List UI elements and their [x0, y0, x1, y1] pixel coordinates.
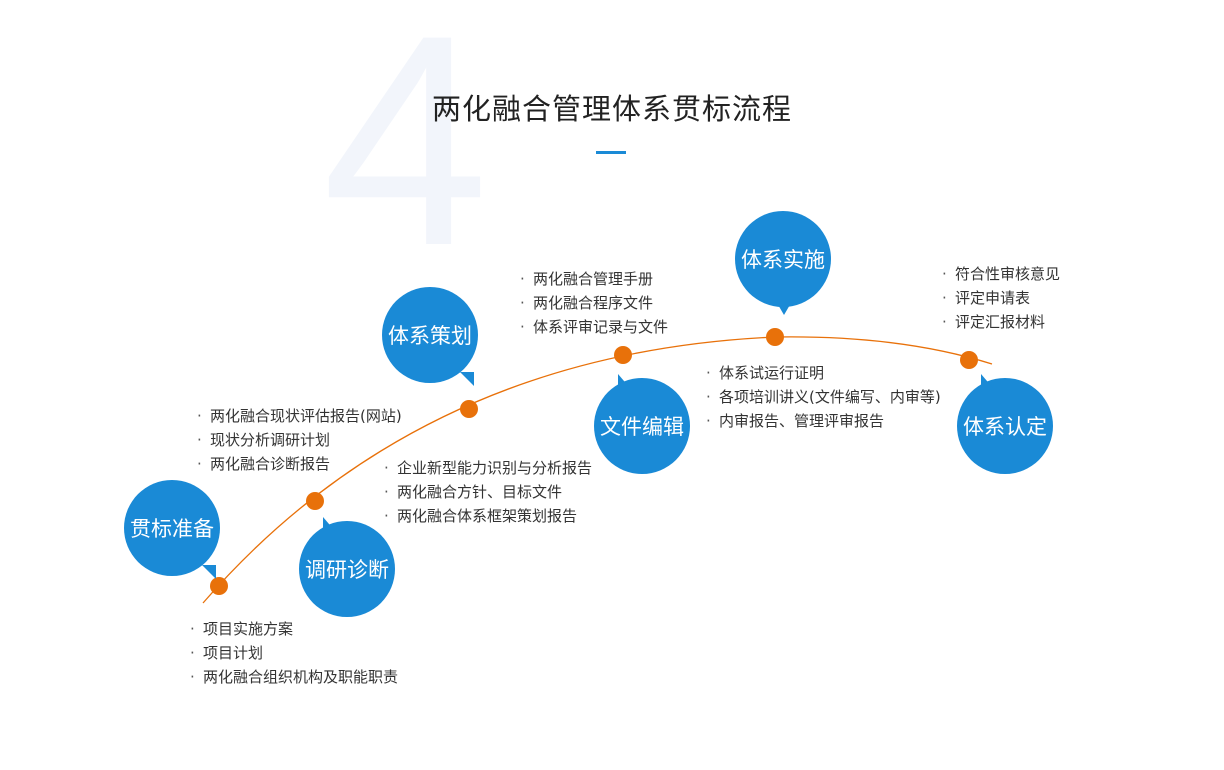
- list-item: ·两化融合方针、目标文件: [384, 483, 563, 501]
- stage-1-deliverables: ·项目实施方案 ·项目计划 ·两化融合组织机构及职能职责: [190, 617, 398, 689]
- stage-1-label: 贯标准备: [130, 517, 214, 541]
- stage-5-label: 体系实施: [741, 248, 825, 272]
- stage-4-bubble: 文件编辑: [594, 374, 690, 474]
- list-item: ·项目计划: [190, 644, 264, 662]
- list-item: ·体系试运行证明: [706, 364, 825, 382]
- stage-4-label: 文件编辑: [600, 415, 684, 439]
- stage-3-deliverables: ·企业新型能力识别与分析报告 ·两化融合方针、目标文件 ·两化融合体系框架策划报…: [384, 456, 592, 528]
- list-item: ·评定申请表: [942, 289, 1031, 307]
- list-item: ·现状分析调研计划: [197, 431, 331, 449]
- title-underline: [596, 151, 626, 154]
- stage-2-dot: [306, 492, 324, 510]
- page-title: 两化融合管理体系贯标流程: [431, 92, 792, 126]
- list-item: ·两化融合现状评估报告(网站): [197, 407, 402, 425]
- stage-6-label: 体系认定: [963, 415, 1047, 439]
- list-item: ·符合性审核意见: [942, 265, 1061, 283]
- stage-2-deliverables: ·两化融合现状评估报告(网站) ·现状分析调研计划 ·两化融合诊断报告: [197, 404, 402, 476]
- stage-6-dot: [960, 351, 978, 369]
- stage-2-label: 调研诊断: [305, 558, 389, 582]
- list-item: ·内审报告、管理评审报告: [706, 412, 885, 430]
- list-item: ·两化融合体系框架策划报告: [384, 507, 578, 525]
- list-item: ·各项培训讲义(文件编写、内审等): [706, 388, 941, 406]
- list-item: ·两化融合管理手册: [520, 270, 654, 288]
- list-item: ·两化融合组织机构及职能职责: [190, 668, 399, 686]
- stage-1-bubble: 贯标准备: [124, 480, 220, 579]
- stage-3-bubble: 体系策划: [382, 287, 478, 386]
- background-numeral: 4: [322, 0, 489, 308]
- stage-1-dot: [210, 577, 228, 595]
- list-item: ·项目实施方案: [190, 620, 294, 638]
- stage-5-bubble: 体系实施: [735, 211, 831, 315]
- stage-5-dot: [766, 328, 784, 346]
- stage-4-deliverables: ·两化融合管理手册 ·两化融合程序文件 ·体系评审记录与文件: [520, 267, 668, 339]
- list-item: ·评定汇报材料: [942, 313, 1046, 331]
- stage-6-deliverables: ·符合性审核意见 ·评定申请表 ·评定汇报材料: [942, 262, 1060, 334]
- list-item: ·体系评审记录与文件: [520, 318, 669, 336]
- stage-3-dot: [460, 400, 478, 418]
- stage-3-label: 体系策划: [388, 324, 472, 348]
- list-item: ·企业新型能力识别与分析报告: [384, 459, 593, 477]
- stage-2-bubble: 调研诊断: [299, 517, 395, 617]
- list-item: ·两化融合诊断报告: [197, 455, 331, 473]
- stage-5-deliverables: ·体系试运行证明 ·各项培训讲义(文件编写、内审等) ·内审报告、管理评审报告: [706, 361, 941, 433]
- list-item: ·两化融合程序文件: [520, 294, 654, 312]
- stage-6-bubble: 体系认定: [957, 374, 1053, 474]
- stage-4-dot: [614, 346, 632, 364]
